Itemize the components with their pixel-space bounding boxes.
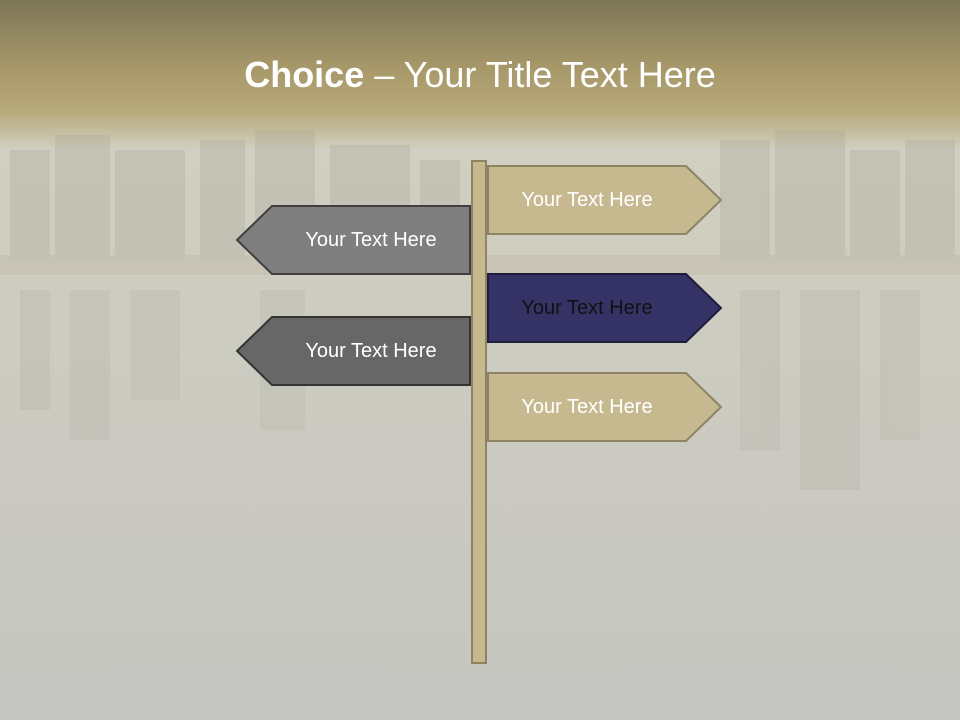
sign-left-bottom[interactable]: Your Text Here [236, 316, 471, 386]
arrow-left-shape [236, 316, 471, 386]
sign-right-top[interactable]: Your Text Here [487, 165, 723, 235]
signpost-pole [471, 160, 487, 664]
slide-title: Choice – Your Title Text Here [0, 52, 960, 98]
sign-right-middle[interactable]: Your Text Here [487, 273, 723, 343]
sign-left-top-label: Your Text Here [305, 229, 437, 251]
sign-left-top[interactable]: Your Text Here [236, 205, 471, 275]
sign-right-top-label: Your Text Here [521, 189, 653, 211]
sign-right-middle-label: Your Text Here [521, 297, 653, 319]
arrow-right-shape [487, 273, 723, 343]
arrow-right-shape [487, 372, 723, 442]
title-banner [0, 0, 960, 150]
title-bold: Choice [244, 54, 365, 95]
sign-right-bottom-label: Your Text Here [521, 396, 653, 418]
arrow-right-shape [487, 165, 723, 235]
sign-left-bottom-label: Your Text Here [305, 340, 437, 362]
arrow-left-shape [236, 205, 471, 275]
title-rest: – Your Title Text Here [364, 54, 716, 95]
sign-right-bottom[interactable]: Your Text Here [487, 372, 723, 442]
